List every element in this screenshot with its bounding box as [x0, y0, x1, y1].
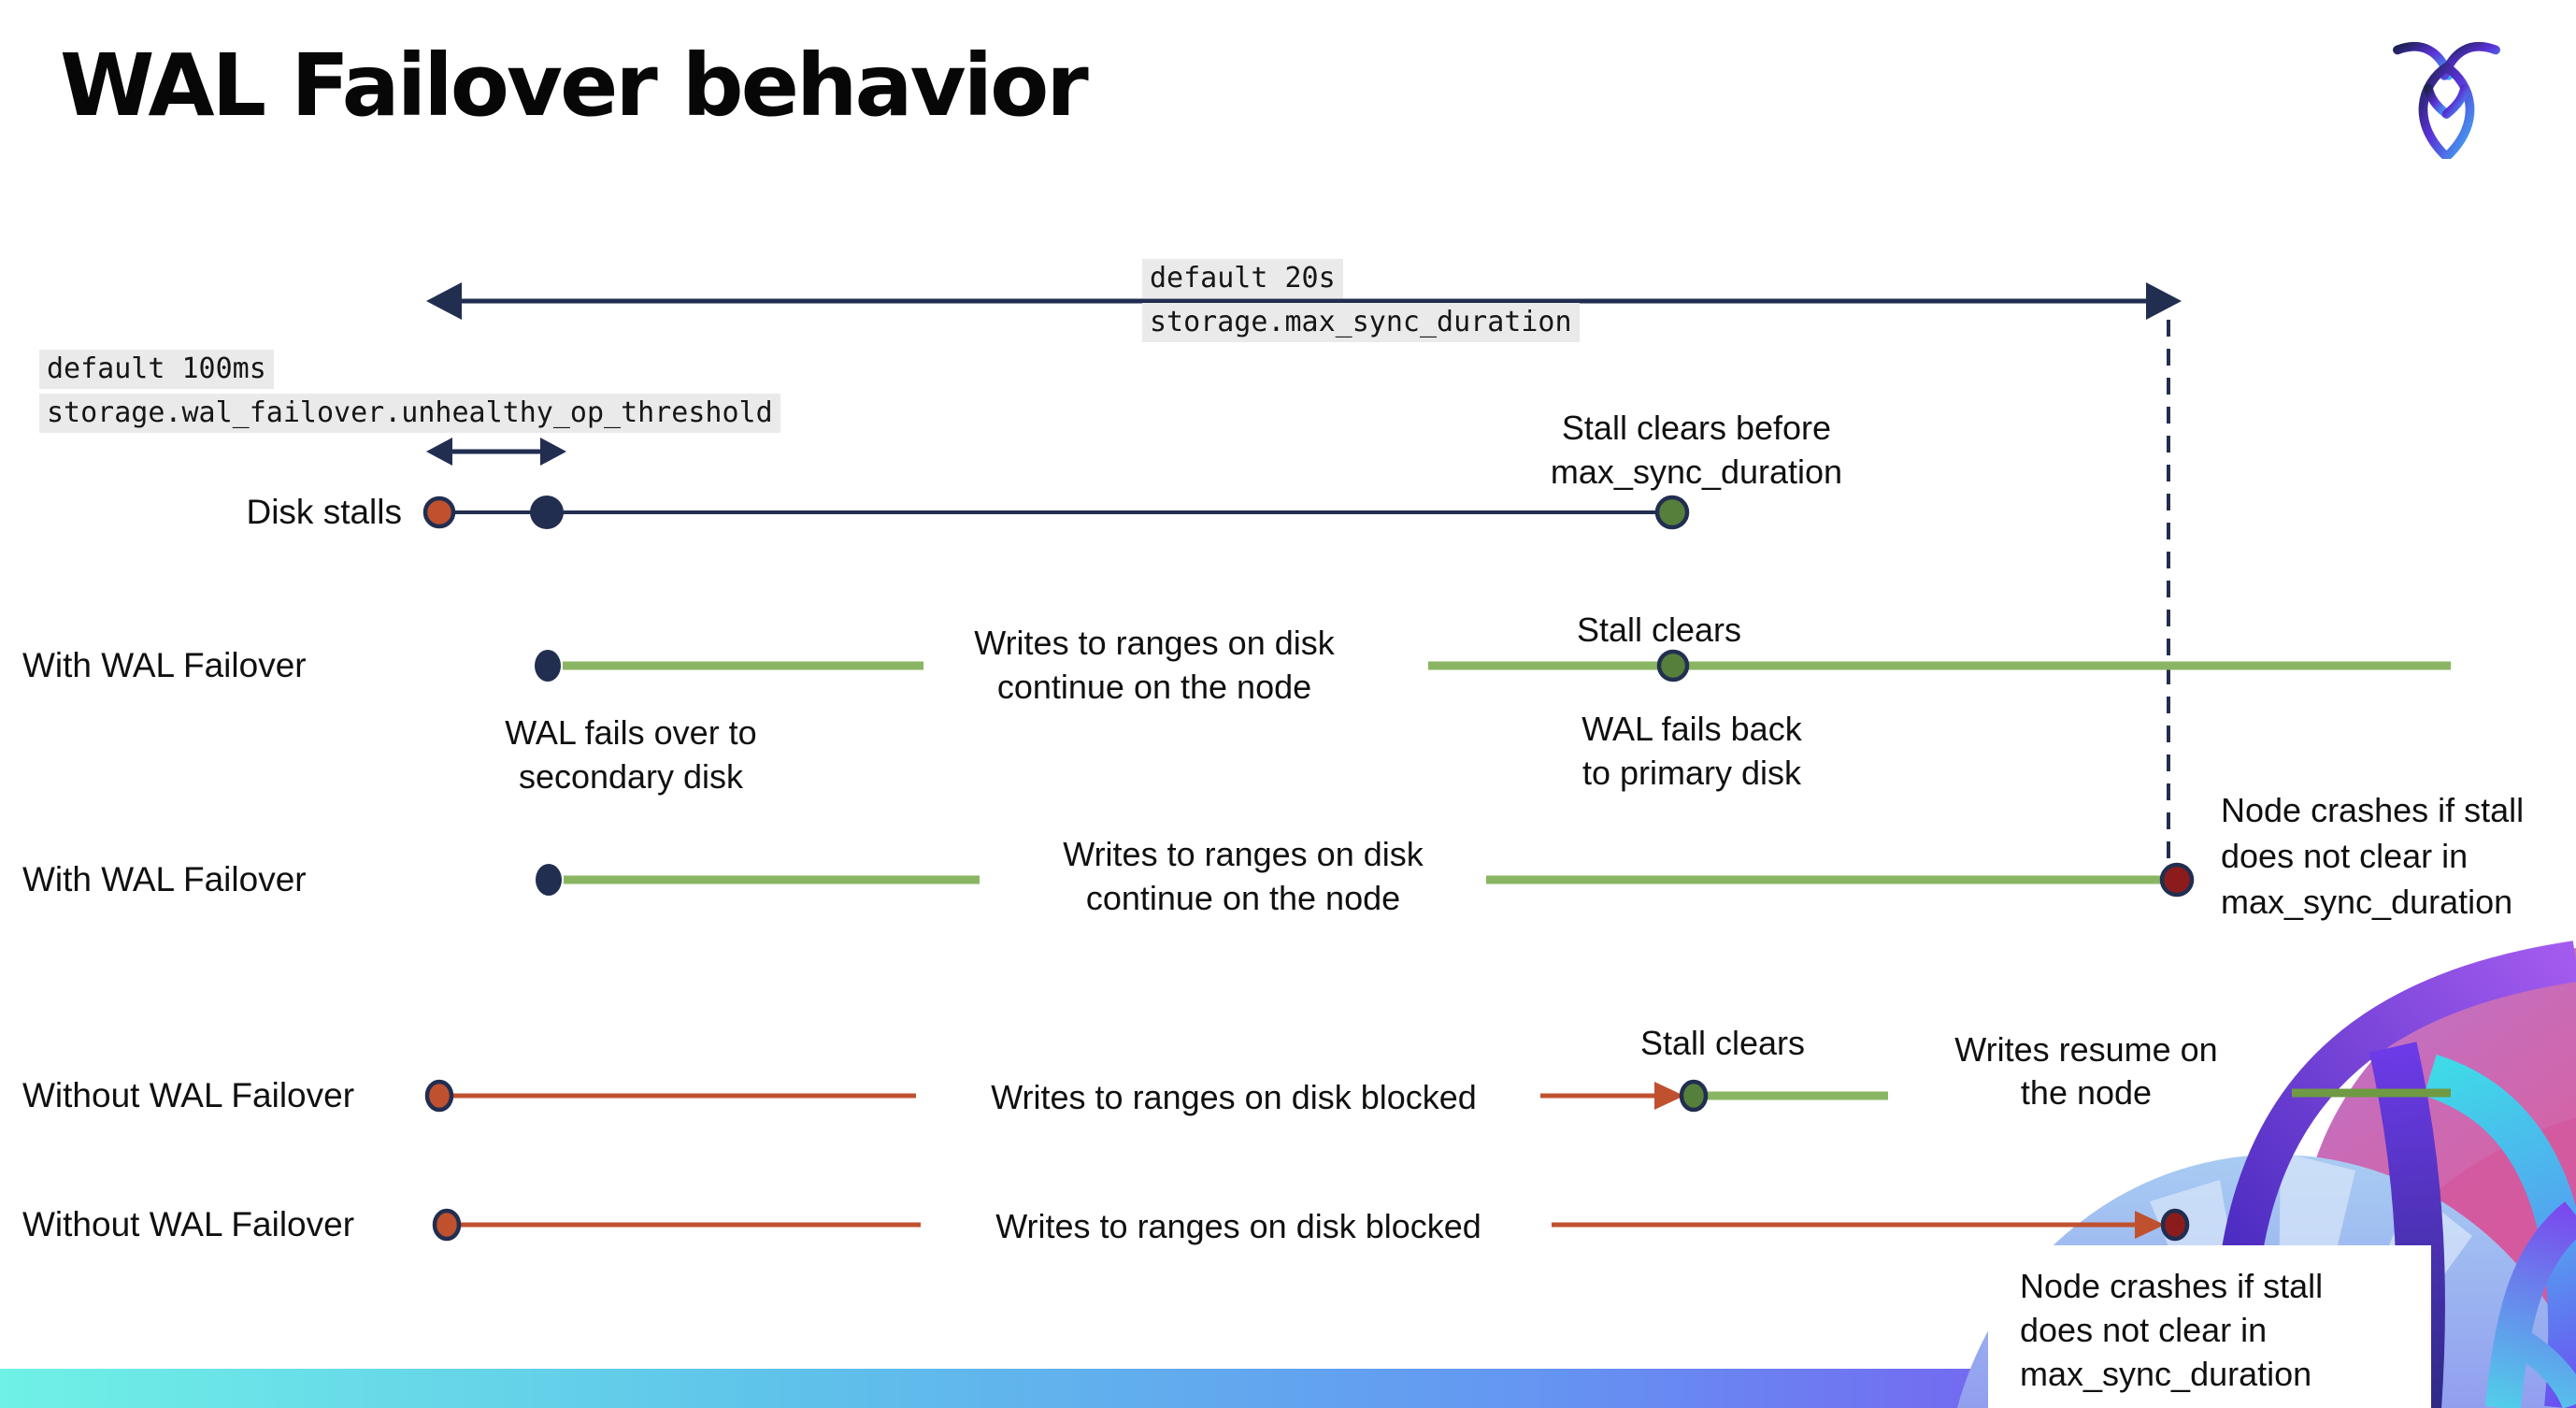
row-label-without-wal-2: Without WAL Failover [22, 1205, 355, 1243]
row-label-disk-stalls: Disk stalls [246, 493, 402, 531]
note-writes-blocked-1: Writes to ranges on disk blocked [991, 1078, 1477, 1116]
threshold-dot [530, 496, 564, 529]
row-label-with-wal-1: With WAL Failover [22, 646, 307, 684]
cockroachdb-logo-icon [2393, 42, 2500, 159]
note-wal-fails-over: WAL fails over to secondary disk [505, 713, 757, 796]
node-crash-dot [2160, 1208, 2190, 1242]
row-disk-stalls-line [422, 495, 1690, 530]
note-stall-clears-2: Stall clears [1639, 1024, 1806, 1062]
page-title: WAL Failover behavior [60, 36, 1089, 136]
note-writes-resume: Writes resume on the node [1954, 1030, 2218, 1112]
note-node-crashes-1: Node crashes if stall does not clear in … [2221, 791, 2525, 921]
unhealthy-op-setting-label: default 100ms storage.wal_failover.unhea… [39, 350, 780, 433]
stall-start-dot [432, 1208, 462, 1242]
row-without-wal-1-line [424, 1079, 2451, 1113]
max-sync-setting-name: storage.max_sync_duration [1142, 303, 1580, 342]
stall-clears-dot [1679, 1079, 1709, 1113]
crash-callout-box: Node crashes if stall does not clear in … [1988, 1245, 2431, 1408]
note-writes-continue-1: Writes to ranges on disk continue on the… [974, 624, 1335, 706]
unhealthy-op-threshold-arrow [426, 438, 566, 466]
stall-clears-dot [1654, 495, 1690, 530]
max-sync-duration-arrow [426, 282, 2182, 320]
failback-dot [1656, 649, 1690, 682]
note-stall-clears-before: Stall clears before max_sync_duration [1550, 409, 1843, 491]
max-sync-setting-label: default 20s storage.max_sync_duration [1142, 259, 1580, 342]
stall-start-dot [422, 496, 456, 529]
note-writes-blocked-2: Writes to ranges on disk blocked [995, 1207, 1481, 1245]
max-sync-default-value: default 20s [1142, 259, 1343, 298]
row-without-wal-2-line [432, 1208, 2190, 1242]
row-label-with-wal-2: With WAL Failover [22, 860, 307, 898]
failover-dot [536, 864, 562, 896]
row-with-wal-2-line [536, 862, 2195, 898]
note-writes-continue-2: Writes to ranges on disk continue on the… [1063, 835, 1424, 917]
unhealthy-op-default-value: default 100ms [39, 350, 274, 389]
row-label-without-wal-1: Without WAL Failover [22, 1076, 355, 1114]
note-node-crashes-2: Node crashes if stall does not clear in … [2020, 1267, 2324, 1393]
unhealthy-op-setting-name: storage.wal_failover.unhealthy_op_thresh… [39, 394, 780, 433]
note-stall-clears-1: Stall clears [1576, 611, 1742, 649]
failover-dot [535, 650, 561, 682]
stall-start-dot [424, 1079, 454, 1113]
node-crash-dot [2159, 862, 2195, 898]
note-wal-fails-back: WAL fails back to primary disk [1581, 710, 1802, 792]
row-with-wal-1-line [535, 649, 2451, 682]
